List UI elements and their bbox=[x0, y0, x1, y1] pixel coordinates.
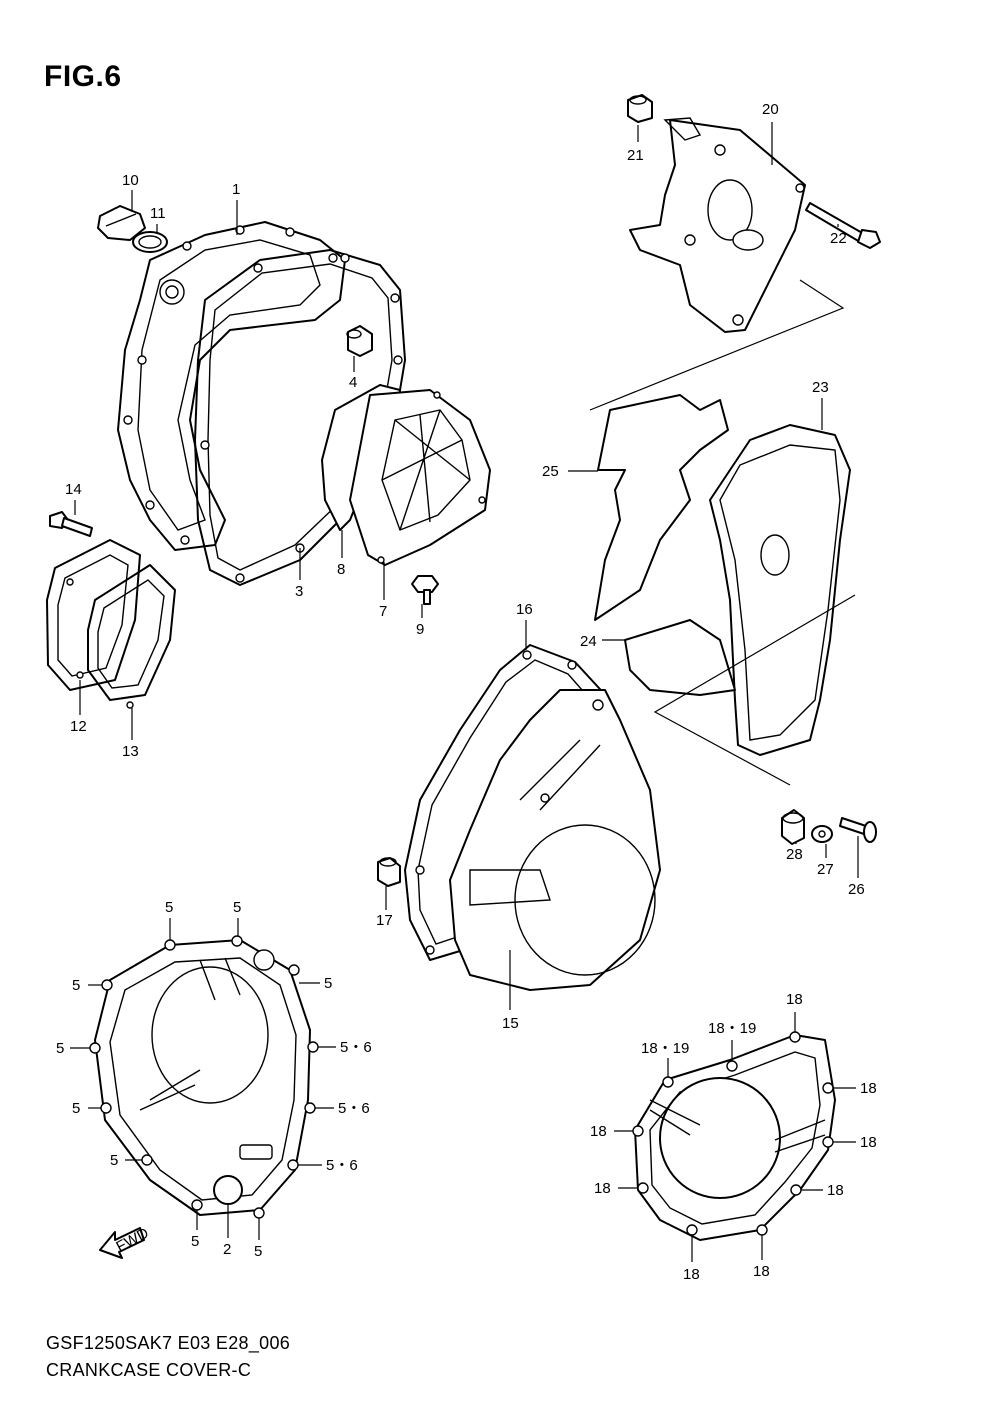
callout-18-b: 18 bbox=[860, 1080, 877, 1097]
callout-18-a: 18 bbox=[786, 991, 803, 1008]
callout-5-d: 5 bbox=[72, 977, 80, 994]
callout-9: 9 bbox=[416, 621, 424, 638]
callout-4: 4 bbox=[349, 374, 357, 391]
gasket-part-24 bbox=[624, 619, 736, 696]
callout-5-c: 5 bbox=[324, 975, 332, 992]
callout-11: 11 bbox=[150, 205, 166, 222]
o-ring-part-11 bbox=[132, 231, 168, 253]
callout-17: 17 bbox=[376, 912, 393, 929]
callout-5-a: 5 bbox=[165, 899, 173, 916]
bush-part-21 bbox=[627, 94, 653, 123]
callout-18-f: 18 bbox=[827, 1182, 844, 1199]
bolt-part-26 bbox=[839, 817, 877, 843]
sprocket-cover-part-23 bbox=[709, 424, 851, 756]
callout-25: 25 bbox=[542, 463, 559, 480]
dowel-pin-part-4 bbox=[346, 325, 373, 357]
callout-20: 20 bbox=[762, 101, 779, 118]
plate-part-25 bbox=[594, 394, 729, 621]
callout-18-d: 18 bbox=[860, 1134, 877, 1151]
callout-16: 16 bbox=[516, 601, 533, 618]
callout-18-e: 18 bbox=[594, 1180, 611, 1197]
model-code: GSF1250SAK7 E03 E28_006 bbox=[46, 1333, 291, 1353]
callout-3: 3 bbox=[295, 583, 303, 600]
bracket-part-20 bbox=[629, 117, 806, 333]
clutch-cover-lower bbox=[89, 935, 319, 1219]
callout-18-c: 18 bbox=[590, 1123, 607, 1140]
long-bolt-part-22 bbox=[805, 202, 881, 249]
callout-5-6-b: 5・6 bbox=[338, 1100, 370, 1117]
callout-13: 13 bbox=[122, 743, 139, 760]
callout-21: 21 bbox=[627, 147, 644, 164]
callout-18-h: 18 bbox=[753, 1263, 770, 1280]
diagram-name: CRANKCASE COVER-C bbox=[46, 1360, 252, 1380]
callout-8: 8 bbox=[337, 561, 345, 578]
callout-5-6-c: 5・6 bbox=[326, 1157, 358, 1174]
callout-22: 22 bbox=[830, 230, 847, 247]
grommet-part-28 bbox=[781, 809, 805, 845]
callout-5-h: 5 bbox=[191, 1233, 199, 1250]
generator-cover-lower bbox=[632, 1031, 836, 1241]
washer-part-27 bbox=[811, 825, 833, 843]
callout-18-g: 18 bbox=[683, 1266, 700, 1283]
clutch-cover-part-1 bbox=[117, 221, 346, 551]
callout-27: 27 bbox=[817, 861, 834, 878]
gasket-part-13 bbox=[87, 564, 176, 709]
oil-filler-cap-part-10 bbox=[97, 205, 146, 241]
callout-15: 15 bbox=[502, 1015, 519, 1032]
callout-24: 24 bbox=[580, 633, 597, 650]
svg-text:FWD: FWD bbox=[113, 1225, 151, 1256]
callout-26: 26 bbox=[848, 881, 865, 898]
callout-5-i: 5 bbox=[254, 1243, 262, 1260]
callout-1: 1 bbox=[232, 181, 240, 198]
figure-title: FIG.6 bbox=[44, 60, 122, 93]
callout-18-19-a: 18・19 bbox=[708, 1020, 756, 1037]
small-cover-part-12 bbox=[46, 539, 141, 691]
callout-5-6-a: 5・6 bbox=[340, 1039, 372, 1056]
callout-5-b: 5 bbox=[233, 899, 241, 916]
callout-5-g: 5 bbox=[110, 1152, 118, 1169]
leader-lines bbox=[70, 122, 859, 1262]
callout-10: 10 bbox=[122, 172, 139, 189]
callout-labels: 1 10 11 4 3 8 7 9 14 12 13 21 20 22 23 2… bbox=[56, 101, 877, 1283]
callout-18-19-b: 18・19 bbox=[641, 1040, 689, 1057]
callout-28: 28 bbox=[786, 846, 803, 863]
forward-direction-arrow: FWD bbox=[99, 1225, 152, 1259]
callout-12: 12 bbox=[70, 718, 87, 735]
bolt-part-9 bbox=[411, 575, 439, 605]
callout-5-f: 5 bbox=[72, 1100, 80, 1117]
cover-plate-part-7 bbox=[349, 389, 491, 566]
callout-7: 7 bbox=[379, 603, 387, 620]
callout-5-e: 5 bbox=[56, 1040, 64, 1057]
callout-14: 14 bbox=[65, 481, 82, 498]
callout-2: 2 bbox=[223, 1241, 231, 1258]
generator-cover-part-15 bbox=[449, 689, 661, 991]
dowel-part-17 bbox=[377, 857, 401, 887]
callout-23: 23 bbox=[812, 379, 829, 396]
bolt-part-14 bbox=[49, 511, 93, 537]
